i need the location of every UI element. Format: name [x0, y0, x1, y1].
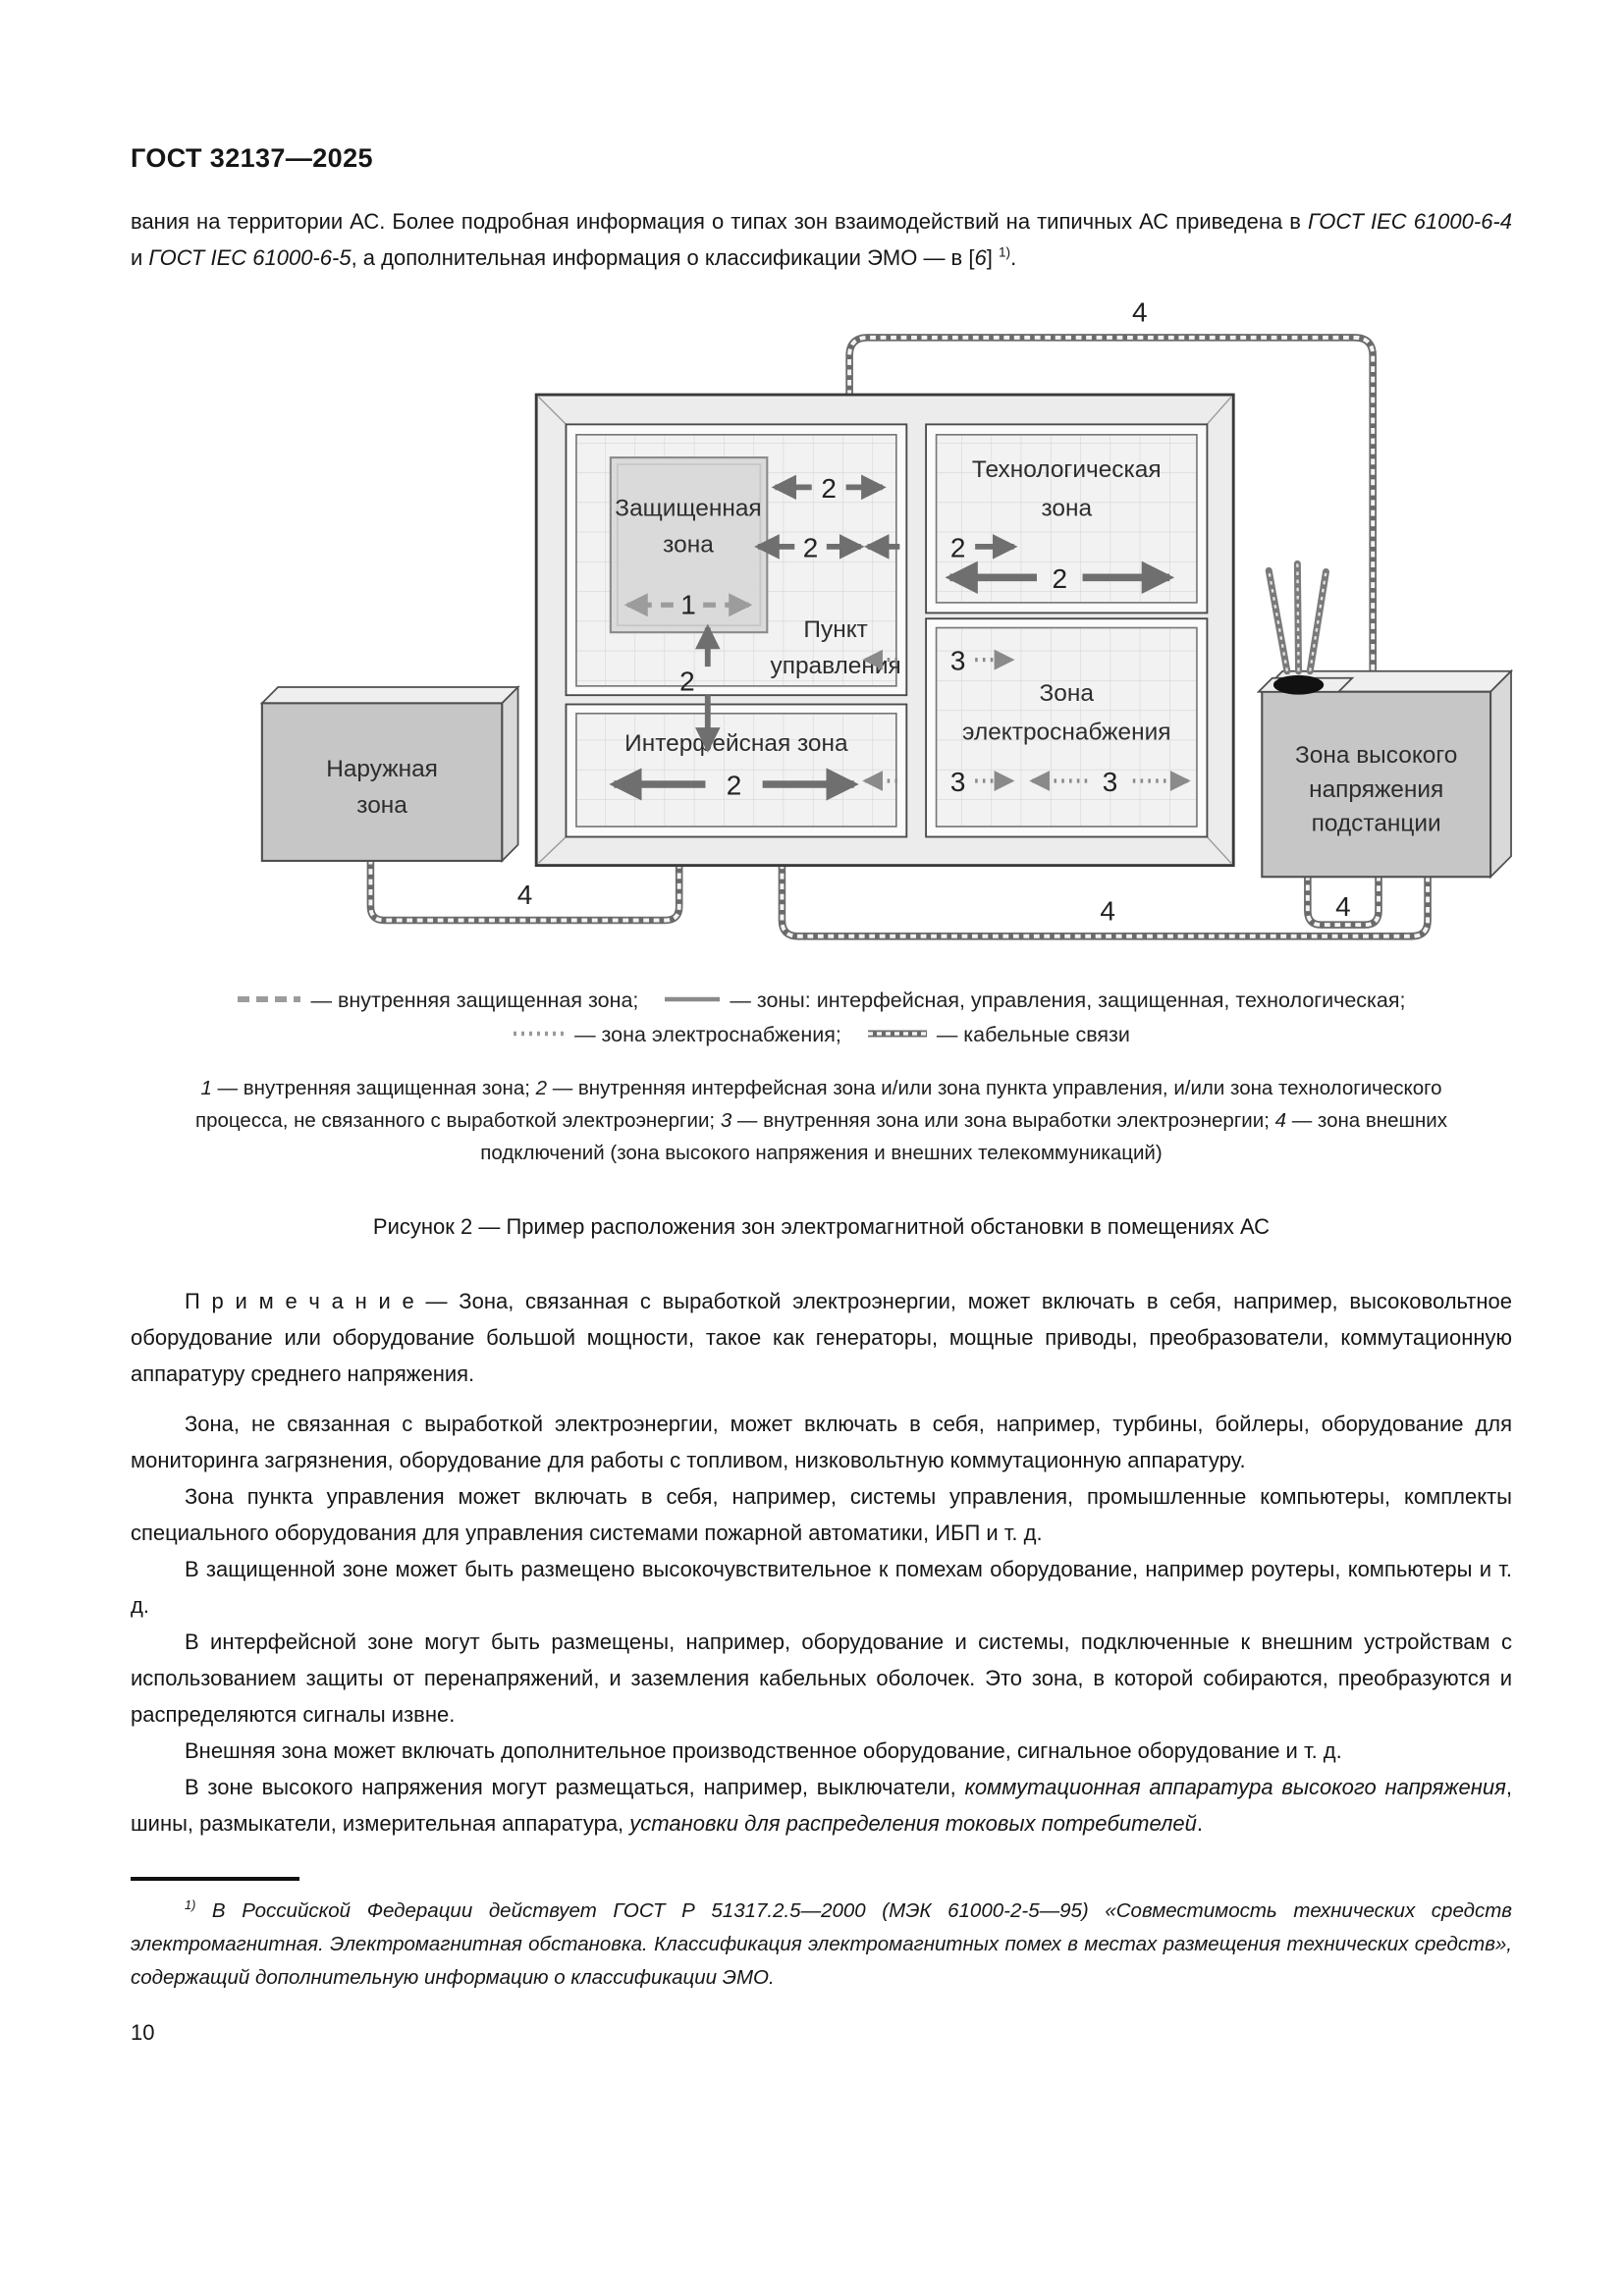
- marker-4-loop: 4: [1335, 891, 1351, 922]
- marker-2: 2: [727, 770, 742, 800]
- arrow-3-row-bottom-inner: 3: [1029, 767, 1191, 797]
- legend-line-2: — зона электроснабжения; — кабельные свя…: [131, 1018, 1512, 1052]
- arrow-2-row-wall-tech: 2: [863, 532, 1018, 562]
- bushing-insulator: [1272, 674, 1325, 695]
- dashed-line-symbol: [238, 996, 301, 1003]
- body-paragraph-2: Зона пункта управления может включать в …: [131, 1483, 1512, 1545]
- protected-zone-label-line1: Защищенная: [615, 495, 761, 521]
- marker-2: 2: [679, 667, 695, 697]
- arrow-2-interface-wide: 2: [609, 768, 859, 801]
- hv-zone-label-line3: подстанции: [1312, 811, 1441, 837]
- marker-4-bottom-center: 4: [1100, 895, 1115, 926]
- marker-4-bottom-left: 4: [517, 880, 533, 910]
- page-number: 10: [131, 2019, 155, 2045]
- bushing-wires: [1265, 560, 1329, 675]
- marker-4-top: 4: [1132, 297, 1148, 328]
- outdoor-zone-box: Наружная зона: [259, 684, 520, 864]
- marker-3: 3: [950, 767, 966, 797]
- power-zone-label-line1: Зона: [1040, 680, 1095, 707]
- body-paragraph-3: В защищенной зоне может быть размещено в…: [131, 1556, 1512, 1618]
- footnote-rule: [131, 1876, 299, 1881]
- tech-zone-label-line2: зона: [1041, 495, 1092, 521]
- arrow-2-vertical: 2: [679, 623, 721, 753]
- outdoor-zone-label-line1: Наружная: [326, 756, 438, 782]
- outdoor-zone-label-line2: зона: [356, 792, 407, 819]
- control-room-label-line1: Пункт: [803, 616, 867, 643]
- arrow-3-row-bottom-wall: 3: [862, 767, 1015, 797]
- arrow-2-tech-wide: 2: [945, 561, 1175, 594]
- marker-3: 3: [1103, 767, 1118, 797]
- arrow-3-row-top: 3: [862, 646, 1015, 676]
- tech-zone-label-line1: Технологическая: [972, 456, 1162, 483]
- power-zone-label-line2: электроснабжения: [962, 720, 1170, 746]
- marker-2: 2: [950, 532, 966, 562]
- intro-text: вания на территории АС. Более подробная …: [131, 209, 1309, 234]
- control-room-label-line2: управления: [770, 653, 900, 679]
- marker-1: 1: [680, 590, 696, 620]
- solid-line-symbol: [665, 996, 721, 1002]
- note-label: П р и м е ч а н и е: [185, 1288, 414, 1313]
- intro-standard-ref-2: ГОСТ IEC 61000-6-5: [148, 245, 352, 270]
- protected-zone-label-line2: зона: [663, 532, 714, 559]
- interface-zone-label: Интерфейсная зона: [624, 730, 848, 757]
- figure-2-diagram: Защищенная зона 1 Технологическая зона П…: [259, 297, 1514, 950]
- marker-3: 3: [950, 646, 966, 676]
- protected-zone-box: Защищенная зона 1: [609, 456, 769, 634]
- intro-paragraph: вания на территории АС. Более подробная …: [131, 209, 1512, 270]
- figure-number-key: 1 — внутренняя защищенная зона; 2 — внут…: [195, 1076, 1447, 1164]
- arrow-2-row-protected: 2: [754, 532, 865, 562]
- room-power-supply: [925, 617, 1209, 838]
- body-paragraph-5: Внешняя зона может включать дополнительн…: [185, 1737, 1342, 1763]
- footnote-marker: 1): [998, 244, 1011, 260]
- hv-substation-box: Зона высокого напряжения подстанции: [1256, 560, 1514, 880]
- dotted-line-symbol: [514, 1031, 566, 1037]
- footnote-number: 1): [185, 1896, 196, 1912]
- figure-caption: Рисунок 2 — Пример расположения зон элек…: [372, 1213, 1271, 1239]
- note-paragraph: П р и м е ч а н и е — Зона, связанная с …: [131, 1288, 1512, 1386]
- arrow-2-row-top: 2: [771, 473, 887, 504]
- hv-zone-label-line1: Зона высокого: [1295, 742, 1457, 769]
- footnote: 1) В Российской Федерации действует ГОСТ…: [131, 1896, 1512, 1989]
- body-paragraph-6: В зоне высокого напряжения могут размеща…: [131, 1774, 1513, 1836]
- figure-legend: — внутренняя защищенная зона; — зоны: ин…: [131, 984, 1512, 1052]
- legend-line-1: — внутренняя защищенная зона; — зоны: ин…: [131, 984, 1512, 1018]
- marker-2: 2: [821, 473, 837, 504]
- cable-line-symbol: [867, 1030, 927, 1038]
- marker-2: 2: [803, 532, 819, 562]
- marker-2: 2: [1053, 563, 1068, 594]
- body-paragraph-1: Зона, не связанная с выработкой электроэ…: [131, 1411, 1512, 1472]
- intro-standard-ref: ГОСТ IEC 61000-6-4: [1308, 209, 1512, 234]
- document-header: ГОСТ 32137—2025: [131, 143, 373, 173]
- body-paragraph-4: В интерфейсной зоне могут быть размещены…: [131, 1629, 1512, 1727]
- hv-zone-label-line2: напряжения: [1309, 776, 1443, 803]
